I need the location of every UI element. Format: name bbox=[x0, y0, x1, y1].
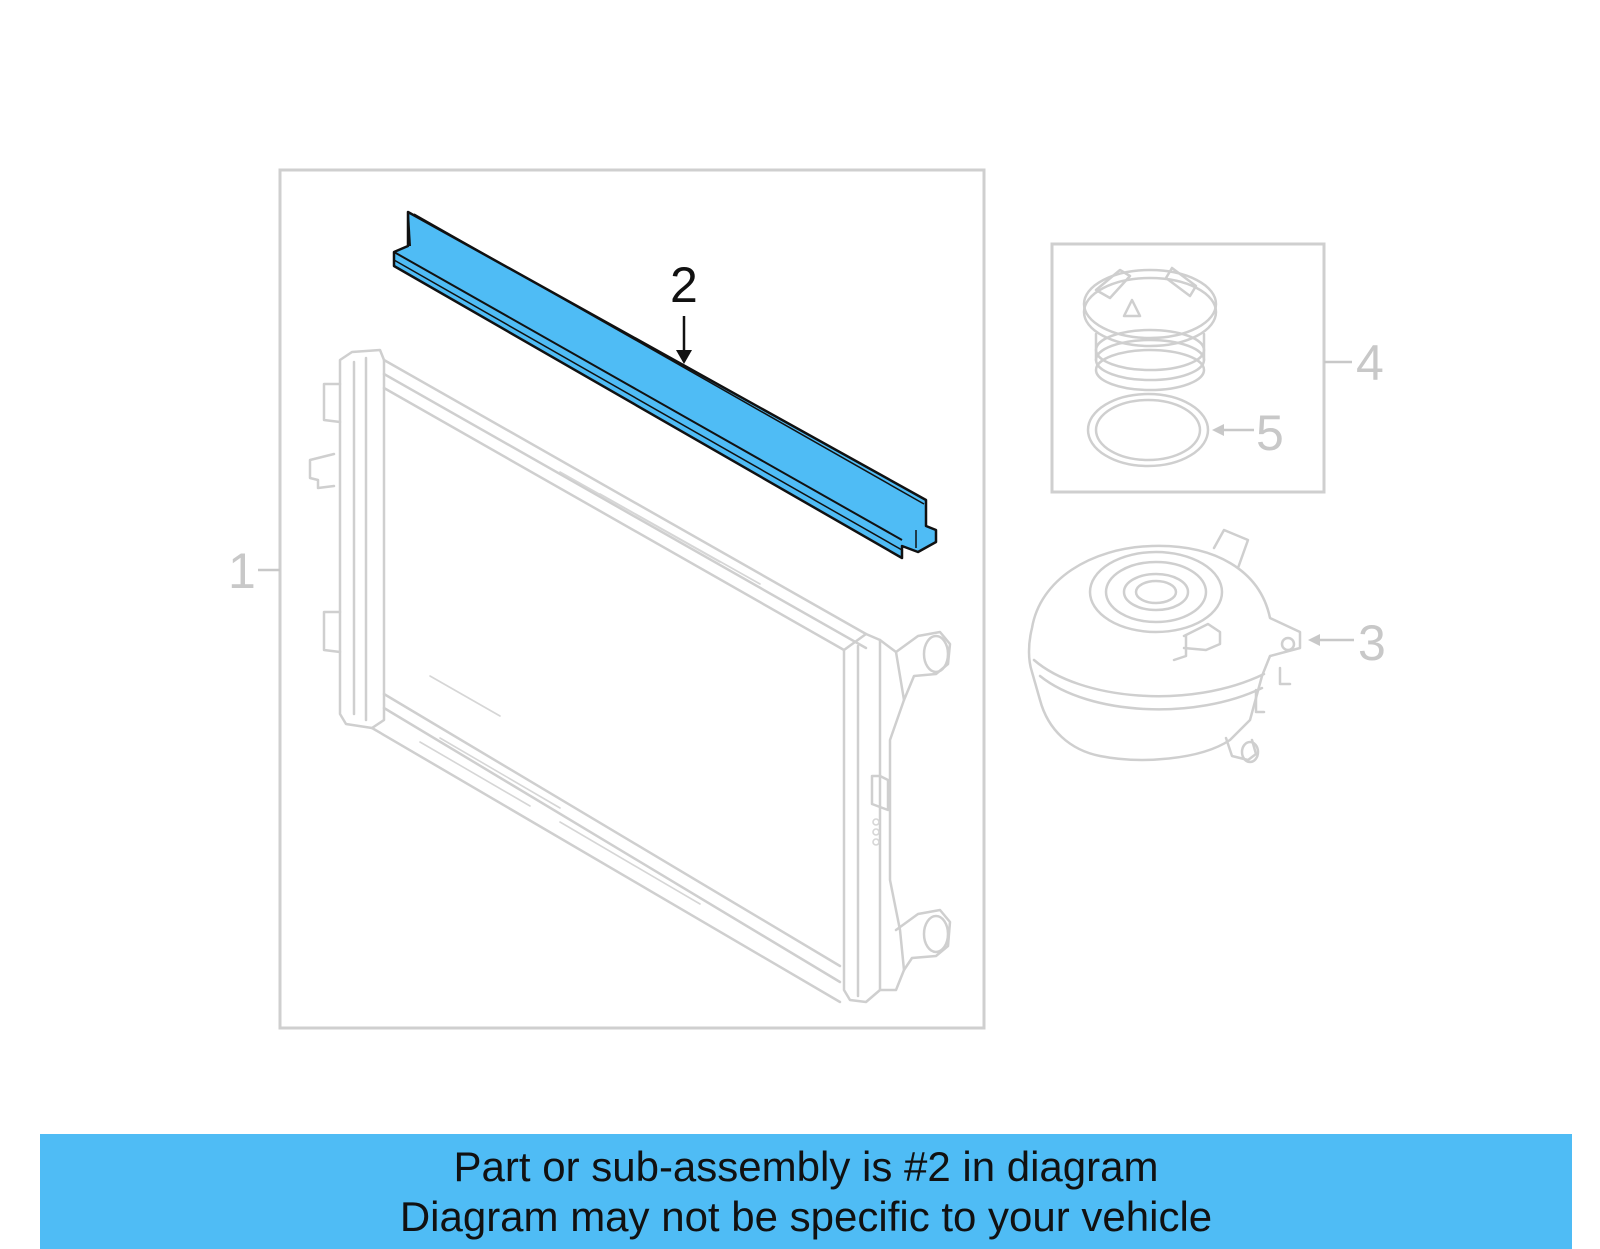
callout-3-label: 3 bbox=[1358, 615, 1386, 671]
cap-group-frame bbox=[1050, 242, 1326, 494]
callout-5-arrowhead bbox=[1212, 424, 1224, 436]
o-ring-part bbox=[1086, 392, 1210, 468]
callout-3-arrowhead bbox=[1308, 634, 1320, 646]
footer-line-disclaimer: Diagram may not be specific to your vehi… bbox=[399, 1193, 1213, 1240]
callout-2-label: 2 bbox=[670, 257, 698, 313]
footer-line-part-number: Part or sub-assembly is #2 in diagram bbox=[453, 1143, 1159, 1190]
callout-2-arrowhead bbox=[676, 350, 692, 364]
callout-5-label: 5 bbox=[1256, 405, 1284, 461]
reservoir-cap-part bbox=[1082, 266, 1218, 392]
radiator-group-frame bbox=[278, 168, 986, 1030]
footer-banner: Part or sub-assembly is #2 in diagram Di… bbox=[40, 1134, 1572, 1249]
radiator-part bbox=[308, 348, 952, 1004]
seal-strip-part-highlighted bbox=[392, 210, 938, 560]
callout-4-label: 4 bbox=[1356, 335, 1384, 391]
expansion-tank-part bbox=[1027, 528, 1302, 764]
callout-1-label: 1 bbox=[228, 543, 256, 599]
